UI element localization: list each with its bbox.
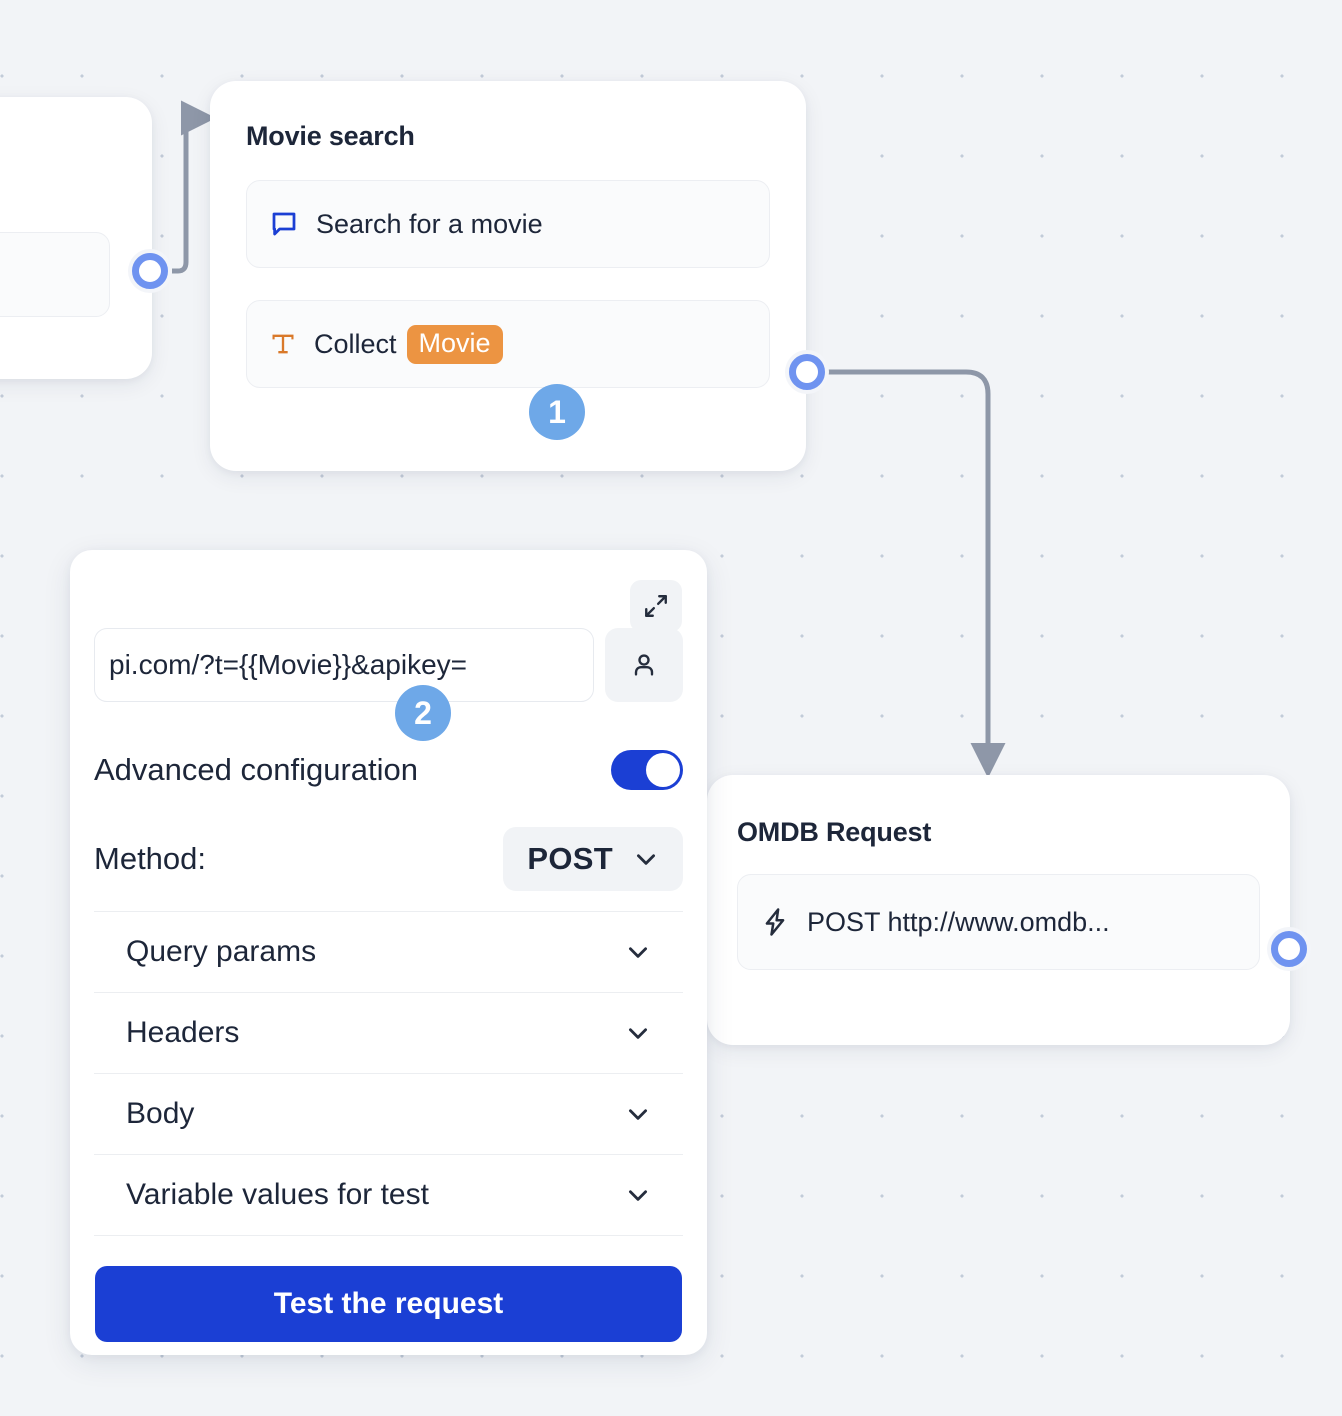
- output-port-omdb-request[interactable]: [1267, 927, 1311, 971]
- output-port-movie-search[interactable]: [785, 350, 829, 394]
- section-headers[interactable]: Headers: [94, 993, 683, 1074]
- node-row-search-for-a-movie[interactable]: Search for a movie: [246, 180, 770, 268]
- node-row-label-collect: Collect Movie: [314, 324, 503, 364]
- section-query-params[interactable]: Query params: [94, 912, 683, 993]
- output-port-previous-node[interactable]: [128, 249, 172, 293]
- request-url-input[interactable]: [94, 628, 594, 702]
- node-row-label-omdb-post: POST http://www.omdb...: [807, 906, 1110, 937]
- method-row: Method: POST: [94, 827, 683, 912]
- node-movie-search[interactable]: Movie search Search for a movie Collect …: [210, 81, 806, 471]
- chevron-down-icon: [625, 1182, 651, 1208]
- request-config-panel[interactable]: Advanced configuration Method: POST Quer…: [70, 550, 707, 1355]
- node-title-movie-search: Movie search: [246, 121, 415, 151]
- expand-diagonal-icon: [643, 593, 669, 619]
- text-format-icon: [269, 330, 297, 358]
- test-the-request-button[interactable]: Test the request: [95, 1266, 682, 1342]
- advanced-configuration-row[interactable]: Advanced configuration: [94, 750, 683, 790]
- node-title-omdb-request: OMDB Request: [737, 817, 932, 847]
- toggle-knob: [646, 753, 680, 787]
- node-row-collect-movie[interactable]: Collect Movie: [246, 300, 770, 388]
- collect-label-text: Collect: [314, 328, 397, 359]
- section-body[interactable]: Body: [94, 1074, 683, 1155]
- step-badge-2: 2: [395, 685, 451, 741]
- edge-movie-search-to-omdb: [828, 369, 1006, 778]
- section-variable-values-for-test[interactable]: Variable values for test: [94, 1155, 683, 1236]
- chevron-down-icon: [625, 1020, 651, 1046]
- node-omdb-request[interactable]: OMDB Request POST http://www.omdb...: [707, 775, 1290, 1045]
- previous-node-row[interactable]: [0, 232, 110, 317]
- chevron-down-icon: [625, 939, 651, 965]
- advanced-configuration-label: Advanced configuration: [94, 752, 419, 787]
- method-selected-value: POST: [527, 841, 613, 876]
- section-label-query-params: Query params: [126, 935, 317, 968]
- advanced-configuration-toggle[interactable]: [611, 750, 683, 790]
- auth-user-button[interactable]: [605, 628, 683, 702]
- method-dropdown[interactable]: POST: [503, 827, 683, 891]
- chevron-down-icon: [625, 1101, 651, 1127]
- person-icon: [629, 650, 659, 680]
- chevron-down-icon: [633, 846, 659, 872]
- edge-prev-to-movie-search: [172, 100, 216, 274]
- previous-node-partial[interactable]: [0, 97, 152, 379]
- step-badge-1: 1: [529, 384, 585, 440]
- variable-tag-movie[interactable]: Movie: [406, 324, 503, 364]
- lightning-bolt-icon: [760, 907, 790, 937]
- section-label-body: Body: [126, 1097, 195, 1130]
- node-row-omdb-post[interactable]: POST http://www.omdb...: [737, 874, 1260, 970]
- section-label-variable-values: Variable values for test: [126, 1178, 429, 1211]
- speech-bubble-icon: [269, 209, 299, 239]
- section-label-headers: Headers: [126, 1016, 240, 1049]
- request-url-row[interactable]: [94, 628, 683, 702]
- node-row-label-search: Search for a movie: [316, 208, 543, 239]
- expand-panel-button[interactable]: [630, 580, 682, 632]
- method-label: Method:: [94, 841, 207, 876]
